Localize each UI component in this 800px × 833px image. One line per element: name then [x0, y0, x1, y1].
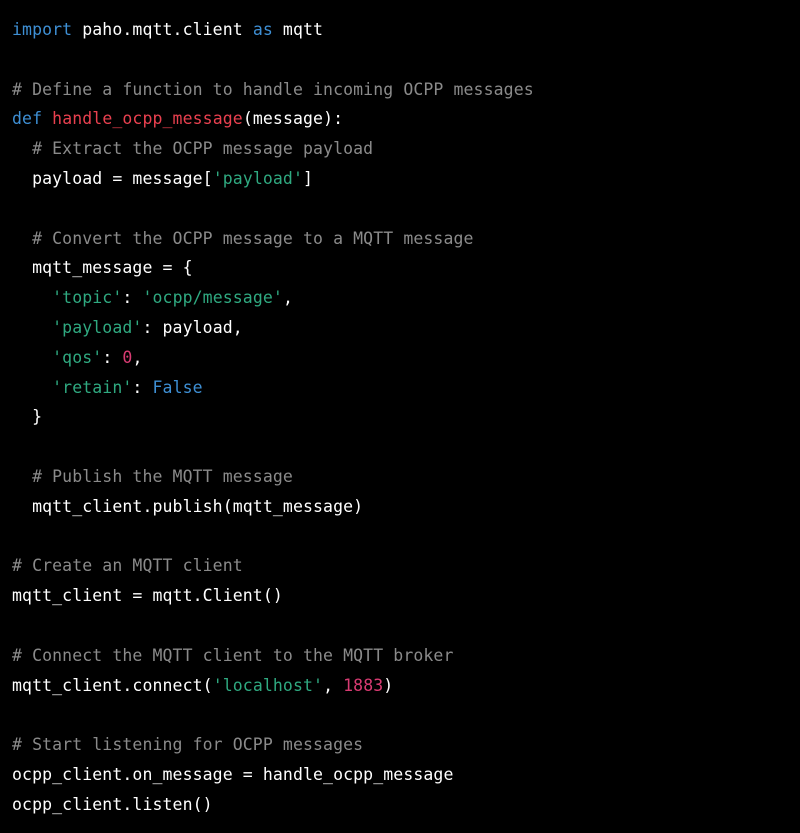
code-line: # Convert the OCPP message to a MQTT mes…: [12, 224, 534, 254]
code-token: ocpp_client.listen(): [12, 794, 213, 814]
code-token: payload = message[: [12, 168, 213, 188]
comment-token: # Create an MQTT client: [12, 556, 243, 576]
comment-token: # Extract the OCPP message payload: [12, 139, 374, 159]
code-token: mqtt_message = {: [12, 258, 193, 278]
code-line: payload = message['payload']: [12, 164, 534, 194]
code-line: def handle_ocpp_message(message):: [12, 104, 534, 134]
code-token: [12, 288, 52, 307]
code-token: }: [12, 407, 43, 427]
number-token: 1883: [343, 675, 384, 695]
comment-token: # Start listening for OCPP messages: [12, 735, 364, 755]
code-token: : payload,: [142, 317, 243, 337]
code-token: [12, 348, 52, 367]
code-line: [12, 522, 534, 552]
code-token: mqtt: [272, 20, 324, 39]
code-token: ocpp_client.on_message = handle_ocpp_mes…: [12, 764, 454, 784]
code-line: 'qos': 0,: [12, 343, 534, 373]
number-token: 0: [122, 347, 133, 367]
comment-token: # Convert the OCPP message to a MQTT mes…: [12, 228, 474, 248]
code-line: [12, 700, 534, 730]
string-token: 'qos': [52, 347, 103, 367]
keyword-token: import: [12, 20, 73, 39]
string-token: 'retain': [52, 377, 133, 397]
code-line: [12, 611, 534, 641]
function-name-token: handle_ocpp_message: [52, 109, 243, 129]
code-line: # Start listening for OCPP messages: [12, 730, 534, 760]
code-token: :: [102, 347, 123, 367]
code-line: # Extract the OCPP message payload: [12, 134, 534, 164]
code-token: :: [132, 377, 153, 397]
code-line: ocpp_client.listen(): [12, 790, 534, 820]
code-line: ocpp_client.on_message = handle_ocpp_mes…: [12, 760, 534, 790]
code-token: [42, 109, 52, 128]
code-line: mqtt_message = {: [12, 253, 534, 283]
keyword-token: as: [252, 20, 273, 39]
code-token: :: [122, 288, 143, 308]
code-line: 'topic': 'ocpp/message',: [12, 283, 534, 313]
string-token: 'topic': [52, 288, 123, 308]
code-line: [12, 194, 534, 224]
code-line: mqtt_client = mqtt.Client(): [12, 581, 534, 611]
code-token: [12, 318, 52, 337]
string-token: 'payload': [52, 317, 143, 337]
string-token: 'payload': [212, 168, 303, 188]
code-line: # Publish the MQTT message: [12, 462, 534, 492]
code-token: [12, 378, 52, 397]
code-block: import paho.mqtt.client as mqtt # Define…: [12, 15, 534, 820]
code-token: mqtt_client.connect(: [12, 675, 213, 695]
code-line: import paho.mqtt.client as mqtt: [12, 15, 534, 45]
code-token: ,: [132, 347, 143, 367]
code-line: # Connect the MQTT client to the MQTT br…: [12, 641, 534, 671]
code-token: mqtt_client = mqtt.Client(): [12, 586, 283, 606]
code-token: paho.mqtt.client: [72, 20, 253, 39]
code-token: ,: [282, 288, 293, 308]
code-line: }: [12, 402, 534, 432]
boolean-token: False: [152, 377, 203, 397]
code-line: [12, 432, 534, 462]
code-token: ): [383, 675, 394, 695]
code-line: 'payload': payload,: [12, 313, 534, 343]
string-token: 'ocpp/message': [142, 288, 283, 308]
code-line: # Create an MQTT client: [12, 551, 534, 581]
code-token: mqtt_client.publish(mqtt_message): [12, 496, 364, 516]
string-token: 'localhost': [212, 675, 324, 695]
code-token: (message):: [242, 109, 344, 129]
comment-token: # Define a function to handle incoming O…: [12, 79, 534, 99]
keyword-token: def: [12, 109, 43, 129]
code-line: # Define a function to handle incoming O…: [12, 75, 534, 105]
code-token: ]: [303, 168, 314, 188]
code-line: mqtt_client.connect('localhost', 1883): [12, 671, 534, 701]
comment-token: # Connect the MQTT client to the MQTT br…: [12, 645, 454, 665]
comment-token: # Publish the MQTT message: [12, 466, 293, 486]
code-line: mqtt_client.publish(mqtt_message): [12, 492, 534, 522]
code-line: 'retain': False: [12, 373, 534, 403]
code-line: [12, 45, 534, 75]
code-token: ,: [323, 675, 344, 695]
